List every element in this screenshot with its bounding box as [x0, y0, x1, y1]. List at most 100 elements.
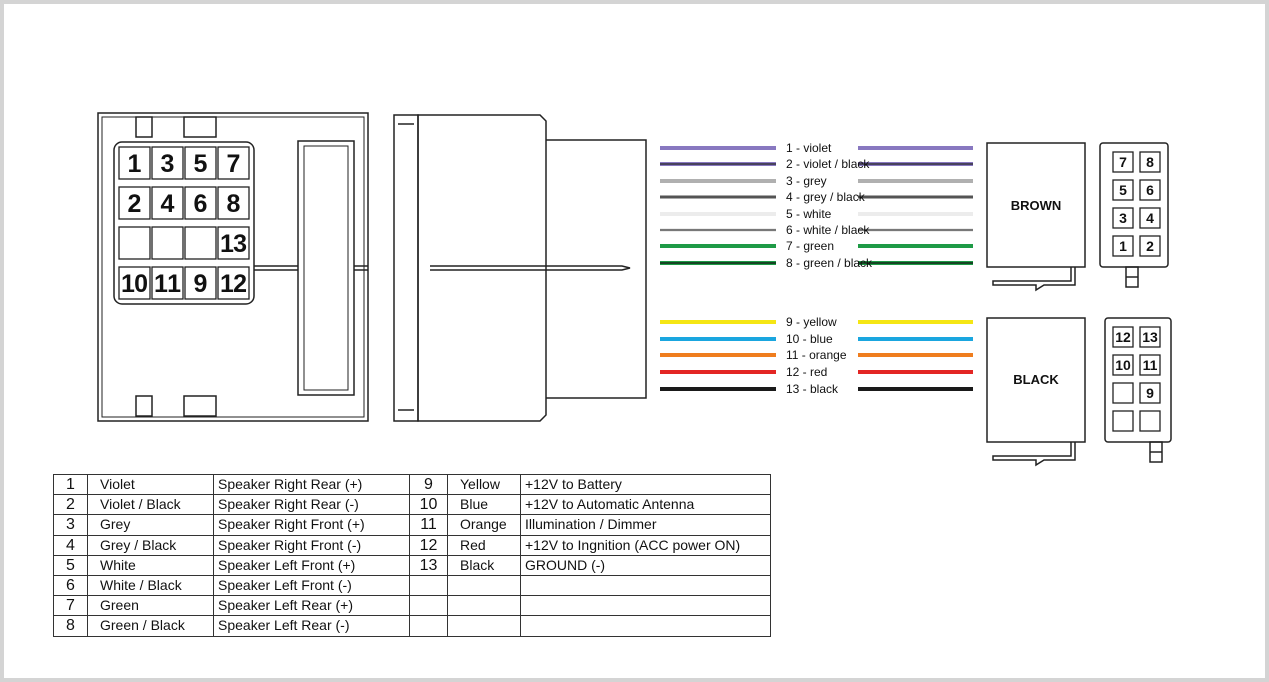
face-pin-number: 10 — [121, 270, 148, 298]
function-cell: Speaker Left Front (+) — [213, 554, 410, 576]
pin-number-cell: 4 — [53, 534, 88, 556]
pin-number-cell: 10 — [409, 494, 448, 516]
face-pin-cell — [151, 266, 184, 300]
brown-pin-number: 1 — [1119, 238, 1127, 254]
wire-color-cell: Green — [87, 595, 214, 617]
wire-label: 9 - yellow — [786, 315, 837, 329]
face-pin-number: 7 — [227, 150, 241, 178]
face-pin-cell — [217, 226, 250, 260]
face-pin-cell — [217, 186, 250, 220]
face-pin-number: 1 — [128, 150, 142, 178]
wire-color-cell — [447, 574, 521, 597]
face-pin-cell — [184, 186, 217, 220]
black-pin-cell — [1112, 382, 1134, 404]
face-pin-number: 8 — [227, 190, 241, 218]
wire-label: 11 - orange — [786, 348, 847, 362]
brown-pin-cell — [1139, 235, 1161, 257]
face-pin-cell — [217, 266, 250, 300]
wire-color-cell: Green / Black — [87, 615, 214, 637]
wire-label: 10 - blue — [786, 332, 833, 346]
wire-color-cell: Blue — [447, 494, 521, 516]
face-pin-cell — [118, 146, 151, 180]
brown-pin-cell — [1139, 179, 1161, 201]
brown-pin-number: 7 — [1119, 154, 1127, 170]
brown-pin-number: 4 — [1146, 210, 1154, 226]
brown-pin-cell — [1112, 235, 1134, 257]
function-cell: Speaker Right Front (-) — [213, 534, 410, 556]
function-cell: Speaker Left Rear (-) — [213, 615, 410, 637]
wire-color-cell — [447, 595, 521, 617]
pin-number-cell: 13 — [409, 554, 448, 576]
function-cell: +12V to Ingnition (ACC power ON) — [520, 534, 771, 556]
wire-label: 2 - violet / black — [786, 157, 870, 171]
brown-pin-cell — [1139, 151, 1161, 173]
wire-label: 8 - green / black — [786, 256, 873, 270]
pin-number-cell: 6 — [53, 574, 88, 597]
brown-pin-number: 5 — [1119, 182, 1127, 198]
wire-label: 1 - violet — [786, 141, 832, 155]
face-pin-cell — [118, 186, 151, 220]
face-pin-cell — [151, 186, 184, 220]
brown-connector-label: BROWN — [1011, 198, 1062, 213]
wire-color-cell: Grey — [87, 514, 214, 536]
function-cell: Speaker Left Front (-) — [213, 574, 410, 597]
brown-pin-number: 8 — [1146, 154, 1154, 170]
wire-label: 5 - white — [786, 207, 832, 221]
black-pin-cell — [1112, 410, 1134, 432]
face-pin-cell — [217, 146, 250, 180]
face-pin-cell — [151, 146, 184, 180]
wire-color-cell: White — [87, 554, 214, 576]
face-pin-number: 4 — [161, 190, 175, 218]
function-cell: Speaker Right Front (+) — [213, 514, 410, 536]
pin-number-cell — [409, 615, 448, 637]
brown-pin-number: 2 — [1146, 238, 1154, 254]
function-cell — [520, 595, 771, 617]
function-cell: GROUND (-) — [520, 554, 771, 576]
face-pin-number: 6 — [194, 190, 208, 218]
pin-number-cell — [409, 595, 448, 617]
brown-pin-cell — [1139, 207, 1161, 229]
face-pin-cell — [118, 266, 151, 300]
black-connector-label: BLACK — [1013, 372, 1059, 387]
black-pin-number: 13 — [1142, 329, 1158, 345]
pin-number-cell: 5 — [53, 554, 88, 576]
wire-color-cell: Red — [447, 534, 521, 556]
pin-number-cell: 2 — [53, 494, 88, 516]
function-cell: Speaker Left Rear (+) — [213, 595, 410, 617]
face-pin-number: 3 — [161, 150, 175, 178]
wire-color-cell: Grey / Black — [87, 534, 214, 556]
black-pin-number: 12 — [1115, 329, 1131, 345]
function-cell: Speaker Right Rear (-) — [213, 494, 410, 516]
brown-pin-number: 6 — [1146, 182, 1154, 198]
brown-pin-cell — [1112, 151, 1134, 173]
face-pin-cell — [184, 266, 217, 300]
brown-connector-pin-grid: 7 8 5 6 3 4 1 2 — [1112, 151, 1161, 257]
wire-label: 13 - black — [786, 382, 839, 396]
black-pin-cell — [1139, 326, 1161, 348]
face-pin-cell — [151, 226, 184, 260]
wire-label: 12 - red — [786, 365, 827, 379]
wire-color-cell — [447, 615, 521, 637]
face-pin-number: 5 — [194, 150, 208, 178]
brown-pin-number: 3 — [1119, 210, 1127, 226]
pin-number-cell: 1 — [53, 473, 88, 496]
function-cell: Speaker Right Rear (+) — [213, 473, 410, 496]
brown-pin-cell — [1112, 179, 1134, 201]
wire-color-cell: Black — [447, 554, 521, 576]
wire-color-cell: Violet — [87, 473, 214, 496]
pin-number-cell: 11 — [409, 514, 448, 536]
pin-number-cell: 7 — [53, 595, 88, 617]
black-pin-cell — [1139, 382, 1161, 404]
face-pin-number: 11 — [154, 270, 181, 298]
